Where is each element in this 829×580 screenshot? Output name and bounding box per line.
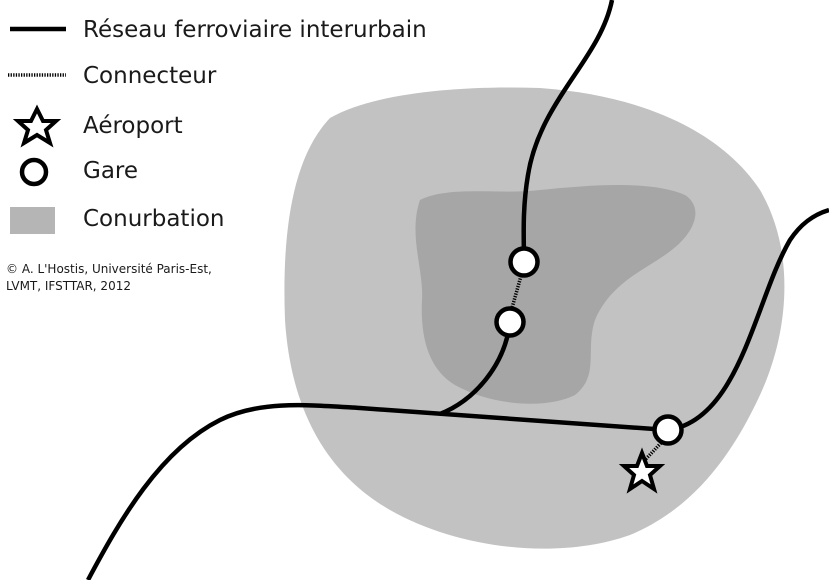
rail-line-north [521, 0, 615, 263]
legend-label-rail: Réseau ferroviaire interurbain [83, 17, 427, 43]
conurbation-inner-area [415, 185, 696, 404]
station-east [652, 414, 684, 446]
connector-center [510, 275, 523, 309]
station-center [494, 306, 526, 338]
credit-line-1: © A. L'Hostis, Université Paris-Est, [6, 262, 212, 276]
legend-circle-icon [19, 157, 49, 187]
legend-star-icon [12, 104, 62, 148]
station-north [508, 246, 540, 278]
airport-star-icon [618, 447, 666, 494]
legend-conurbation-swatch [10, 207, 55, 234]
legend-label-station: Gare [83, 158, 139, 184]
legend-label-conurbation: Conurbation [83, 206, 225, 232]
legend-label-connector: Connecteur [83, 63, 217, 89]
rail-line-main [86, 207, 829, 580]
credit-line-2: LVMT, IFSTTAR, 2012 [6, 279, 131, 293]
legend-label-airport: Aéroport [83, 113, 183, 139]
